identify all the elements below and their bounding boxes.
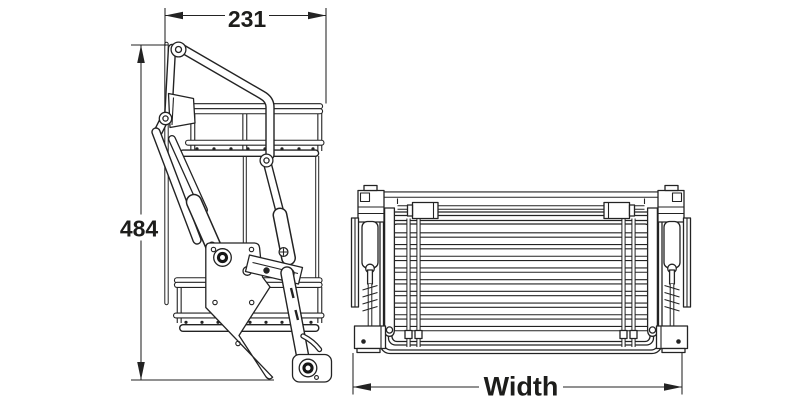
plate-hole xyxy=(248,299,255,306)
spring-coils xyxy=(362,284,378,312)
wire-hook xyxy=(619,329,628,340)
hanger-rail xyxy=(360,191,682,210)
upper-basket xyxy=(179,103,325,157)
plate-hole xyxy=(235,340,241,347)
plate-hole xyxy=(210,246,217,253)
release-lever xyxy=(280,266,333,383)
label-484: 484 xyxy=(120,216,159,242)
arrow-left-icon xyxy=(353,383,371,391)
wire-hook xyxy=(404,329,413,340)
bushing-lower xyxy=(298,358,318,378)
gas-spring xyxy=(361,220,379,269)
corner-block xyxy=(357,189,385,223)
front-view xyxy=(350,184,691,354)
dimensions: 231 484 Width xyxy=(120,6,683,400)
pivot-mid xyxy=(158,111,173,126)
pivot-rear xyxy=(259,153,274,168)
arrow-right-icon xyxy=(664,383,682,391)
bushing-upper xyxy=(213,248,232,267)
mounting-plate xyxy=(205,242,274,380)
arrow-down-icon xyxy=(137,362,145,380)
plate-hole xyxy=(212,299,218,306)
side-view xyxy=(151,41,333,383)
dimension-width: Width xyxy=(352,353,683,400)
label-231: 231 xyxy=(228,6,267,32)
lift-linkage xyxy=(151,41,296,266)
left-bracket xyxy=(350,184,387,354)
wire-hook xyxy=(414,329,423,340)
arrow-right-icon xyxy=(308,11,326,20)
wire-hook xyxy=(629,329,638,340)
arrow-left-icon xyxy=(165,11,183,20)
hanging-wires xyxy=(404,218,638,347)
rail-mount-blocks xyxy=(406,201,636,220)
dimension-484: 484 xyxy=(120,44,274,381)
plate-hole xyxy=(248,246,255,253)
label-width: Width xyxy=(484,372,559,400)
arrow-up-icon xyxy=(137,45,145,63)
dimension-231: 231 xyxy=(164,6,327,104)
foot-hole xyxy=(314,375,319,380)
pivot-top xyxy=(170,41,187,58)
basket-rails xyxy=(392,232,650,332)
clamp-pivot xyxy=(263,267,270,274)
